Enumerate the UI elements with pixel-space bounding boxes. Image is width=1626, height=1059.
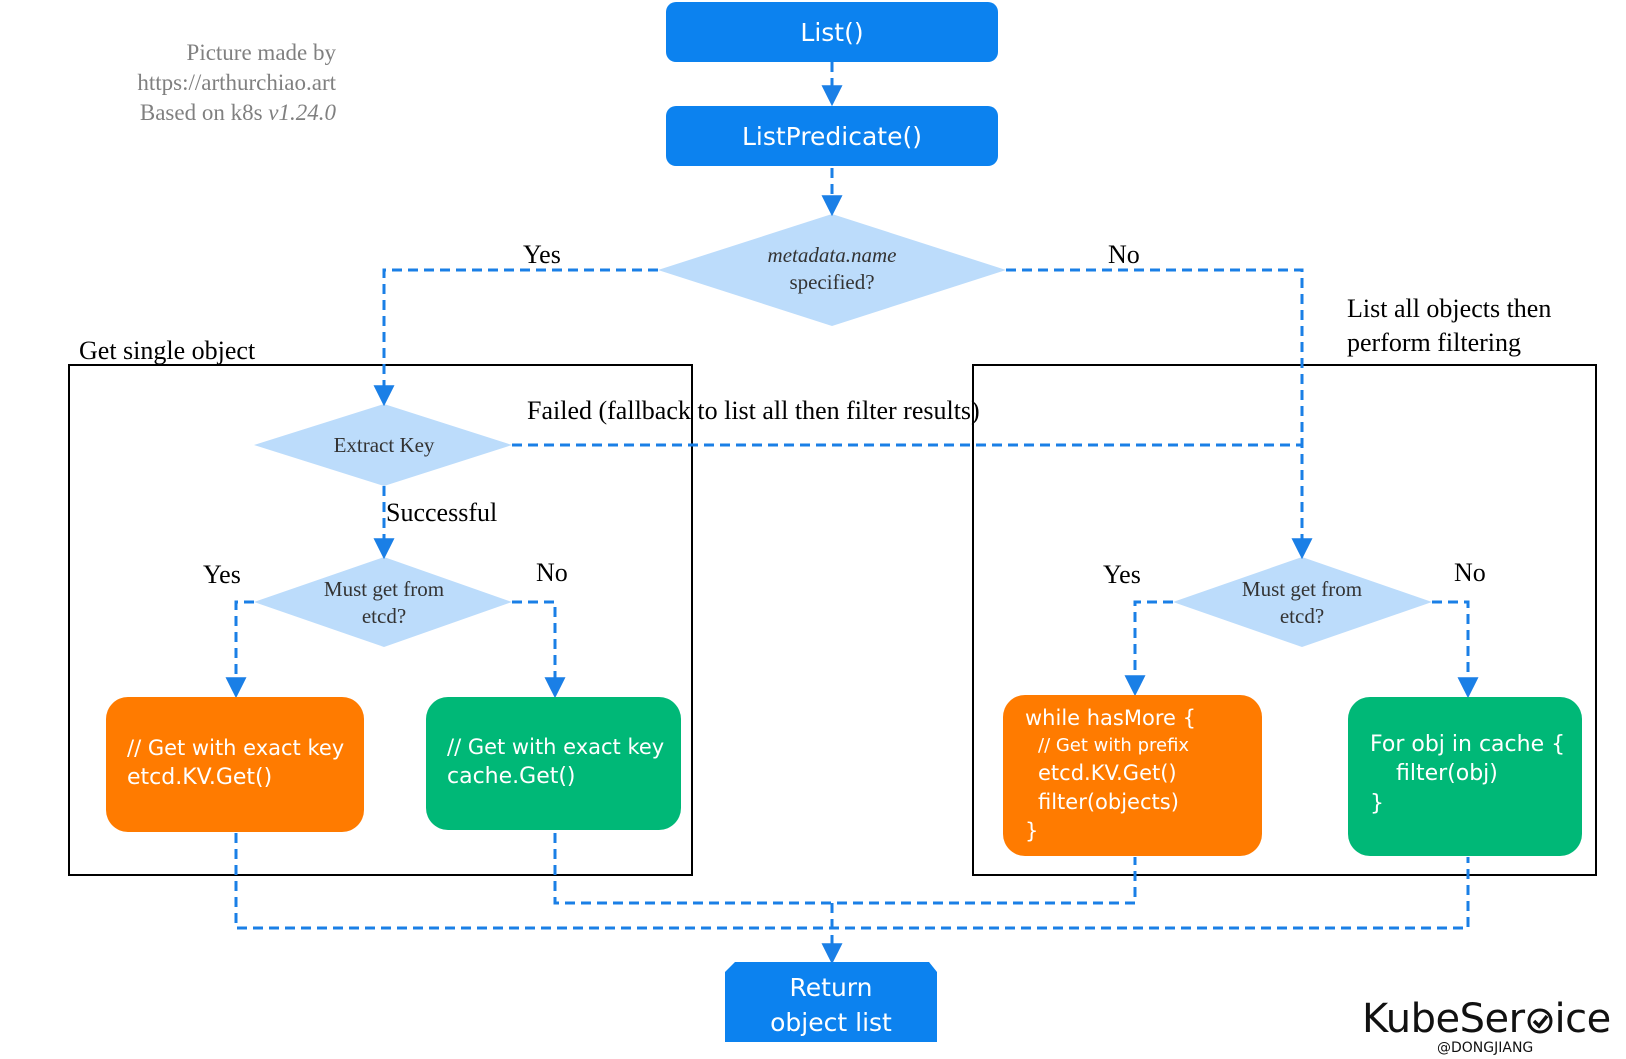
- etcd-list-filter: filter(objects): [1038, 790, 1179, 814]
- group-frame-all: [972, 364, 1597, 876]
- must-get-right-label: Must get from etcd?: [1212, 576, 1392, 630]
- edge-right-yes: [1124, 600, 1173, 697]
- decision-name-label: metadata.name specified?: [712, 242, 952, 296]
- group-title-single: Get single object: [79, 336, 256, 365]
- extract-key-label: Extract Key: [333, 433, 435, 457]
- group-title-all: List all objects then perform filtering: [1347, 292, 1551, 360]
- etcd-get-single-comment: // Get with exact key: [127, 736, 345, 760]
- group-title-all-line-1: List all objects then: [1347, 294, 1552, 323]
- credit-line-3: Based on k8s v1.24.0: [140, 100, 336, 126]
- etcd-list-close: }: [1025, 819, 1039, 843]
- must-get-left-line-1: Must get from: [323, 577, 445, 601]
- edge-decision-yes: [373, 268, 658, 407]
- group-title-all-line-2: perform filtering: [1347, 328, 1521, 357]
- return-line-1: Return: [789, 973, 873, 1002]
- decision-name-diamond: [658, 214, 1006, 326]
- etcd-get-single-call: etcd.KV.Get(): [127, 765, 273, 790]
- etcd-get-single-box: // Get with exact key etcd.KV.Get(): [106, 697, 364, 832]
- cache-get-single-comment: // Get with exact key: [447, 735, 665, 759]
- edge-left-yes: [225, 600, 254, 699]
- edge-label-yes-top: Yes: [523, 240, 561, 269]
- brand-name-part-2: ice: [1554, 996, 1612, 1042]
- edge-label-yes-right: Yes: [1103, 560, 1141, 589]
- cache-get-single-box: // Get with exact key cache.Get(): [426, 697, 681, 830]
- must-get-right-diamond: [1173, 557, 1432, 647]
- must-get-left-line-2: etcd?: [361, 604, 407, 628]
- cache-get-single-call: cache.Get(): [447, 764, 576, 789]
- etcd-list-loop: while hasMore {: [1025, 706, 1196, 730]
- cache-list-box: For obj in cache { filter(obj) }: [1348, 697, 1582, 856]
- list-predicate-node: ListPredicate(): [666, 106, 998, 166]
- cache-list-close: }: [1370, 791, 1384, 816]
- edge-right-no: [1432, 600, 1479, 699]
- edge-bus-outer: [234, 833, 1470, 930]
- edge-label-failed: Failed (fallback to list all then filter…: [527, 396, 980, 425]
- must-get-right-line-2: etcd?: [1279, 604, 1325, 628]
- edge-label-successful: Successful: [386, 498, 498, 527]
- cache-list-filter: filter(obj): [1396, 761, 1498, 786]
- etcd-list-call: etcd.KV.Get(): [1038, 761, 1177, 785]
- brand-logo: KubeSer ice: [1362, 996, 1611, 1042]
- group-frame-single: [68, 364, 693, 876]
- edge-bus-inner: [553, 833, 1137, 905]
- must-get-right-line-1: Must get from: [1241, 577, 1363, 601]
- credit-line-2: https://arthurchiao.art: [137, 70, 336, 95]
- etcd-list-box: while hasMore { // Get with prefix etcd.…: [1003, 695, 1262, 856]
- return-node-shape: [725, 962, 937, 1042]
- credit-line-1: Picture made by: [186, 40, 336, 65]
- credit-base: Based on k8s: [139, 100, 263, 125]
- cache-list-loop: For obj in cache {: [1370, 732, 1566, 757]
- check-circle-icon: [1527, 1008, 1553, 1034]
- return-node-label: Return object list: [725, 970, 937, 1040]
- edge-left-no: [512, 600, 566, 699]
- decision-name-question: specified?: [789, 270, 875, 294]
- must-get-left-diamond: [254, 557, 512, 647]
- must-get-left-label: Must get from etcd?: [294, 576, 474, 630]
- list-node: List(): [666, 2, 998, 62]
- edge-label-no-left: No: [536, 558, 568, 587]
- extract-key-diamond: [254, 404, 512, 486]
- brand-handle: @DONGJIANG: [1437, 1040, 1534, 1056]
- etcd-list-comment: // Get with prefix: [1038, 735, 1190, 756]
- edge-label-no-top: No: [1108, 240, 1140, 269]
- brand-name-part-1: KubeSer: [1362, 996, 1525, 1042]
- edge-label-yes-left: Yes: [203, 560, 241, 589]
- decision-name-field: metadata.name: [767, 243, 897, 267]
- edge-decision-no: [1006, 268, 1313, 560]
- credit-version: v1.24.0: [268, 100, 336, 125]
- edge-label-no-right: No: [1454, 558, 1486, 587]
- return-line-2: object list: [770, 1008, 892, 1037]
